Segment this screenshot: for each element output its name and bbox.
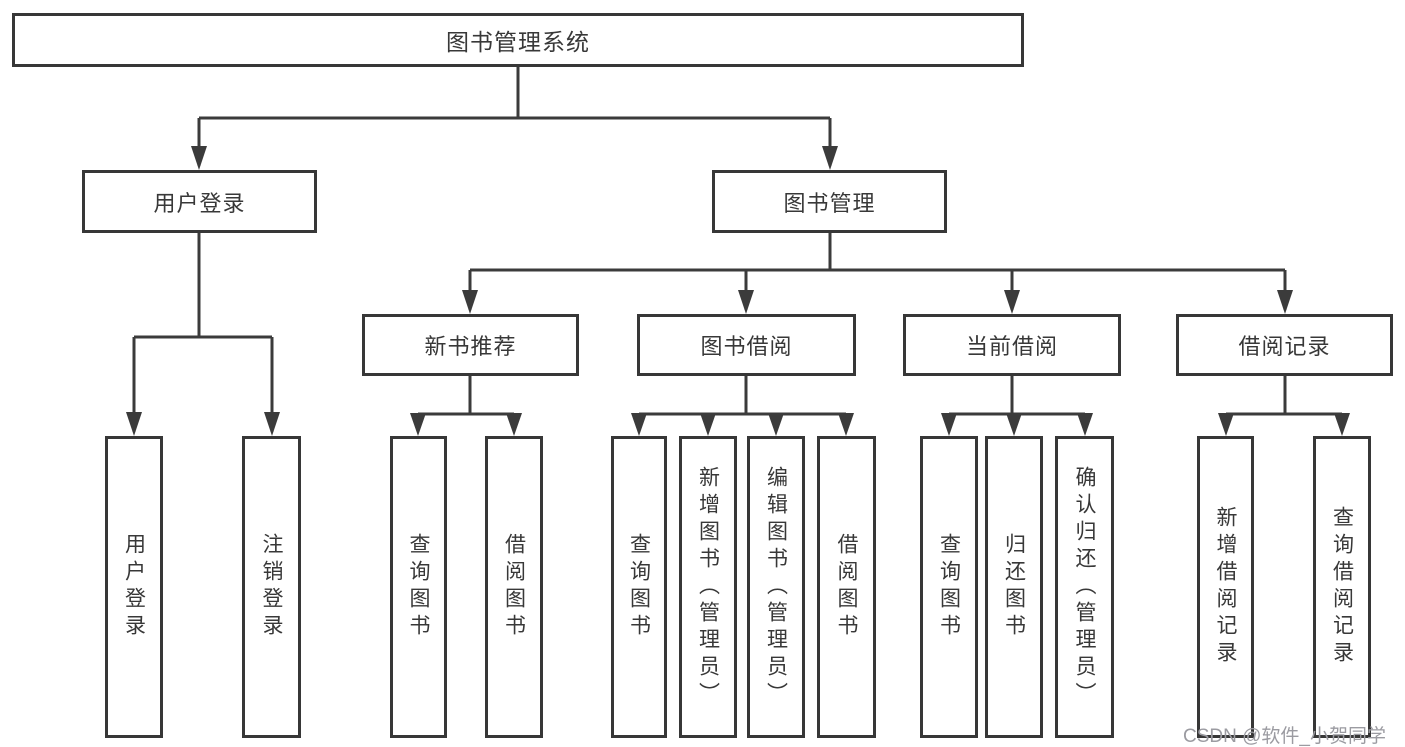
node-library-management-system: 图书管理系统 <box>12 13 1024 67</box>
leaf-query-books-2: 查询图书 <box>611 436 667 738</box>
node-book-borrow: 图书借阅 <box>637 314 856 376</box>
leaf-user-login: 用户登录 <box>105 436 163 738</box>
leaf-edit-books-admin: 编辑图书（管理员） <box>747 436 805 738</box>
leaf-query-books-3: 查询图书 <box>920 436 978 738</box>
leaf-logout: 注销登录 <box>242 436 301 738</box>
csdn-watermark: CSDN @软件_小贺同学 <box>1183 726 1386 747</box>
leaf-add-borrow-record: 新增借阅记录 <box>1197 436 1254 738</box>
node-user-login: 用户登录 <box>82 170 317 233</box>
node-new-book-recommend: 新书推荐 <box>362 314 579 376</box>
leaf-query-borrow-record: 查询借阅记录 <box>1313 436 1371 738</box>
node-book-management: 图书管理 <box>712 170 947 233</box>
node-current-borrow: 当前借阅 <box>903 314 1121 376</box>
leaf-query-books: 查询图书 <box>390 436 447 738</box>
leaf-borrow-books: 借阅图书 <box>485 436 543 738</box>
node-borrow-records: 借阅记录 <box>1176 314 1393 376</box>
leaf-confirm-return-admin: 确认归还（管理员） <box>1055 436 1114 738</box>
leaf-add-books-admin: 新增图书（管理员） <box>679 436 737 738</box>
leaf-return-books: 归还图书 <box>985 436 1043 738</box>
leaf-borrow-books-2: 借阅图书 <box>817 436 876 738</box>
